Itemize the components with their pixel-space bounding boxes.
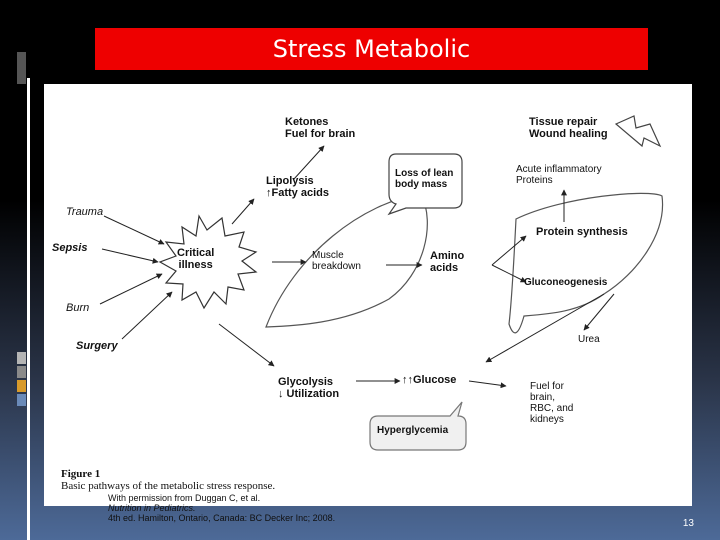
liver-outline bbox=[508, 192, 664, 334]
figure-caption: Figure 1 Basic pathways of the metabolic… bbox=[50, 456, 275, 504]
hyper-bubble bbox=[369, 401, 467, 451]
critical-illness-label: Critical illness bbox=[177, 247, 215, 272]
glucose-label: ↑↑Glucose bbox=[402, 374, 457, 386]
hyperglycemia-label: Hyperglycemia bbox=[377, 425, 449, 436]
accent-square bbox=[17, 352, 26, 364]
accent-square bbox=[17, 380, 26, 392]
lipolysis-label: Lipolysis ↑Fatty acids bbox=[266, 175, 329, 200]
loss-lean-mass-label: Loss of lean body mass bbox=[395, 168, 454, 190]
cause-label: Trauma bbox=[66, 206, 104, 218]
caption-text: Basic pathways of the metabolic stress r… bbox=[61, 480, 276, 493]
left-accent-line bbox=[27, 78, 30, 540]
accent-square bbox=[17, 52, 26, 84]
title-bar: Stress Metabolic bbox=[95, 28, 648, 70]
lightning-icon bbox=[614, 115, 662, 148]
muscle-breakdown-label: Muscle breakdown bbox=[312, 250, 361, 272]
accent-square bbox=[17, 394, 26, 406]
credit-title: Nutrition in Pediatrics. bbox=[108, 502, 196, 513]
urea-label: Urea bbox=[578, 334, 600, 345]
credit-suffix: 4th ed. Hamilton, Ontario, Canada: BC De… bbox=[108, 512, 336, 523]
cause-label: Sepsis bbox=[52, 242, 88, 254]
loss-bubble bbox=[387, 153, 463, 216]
page-number: 13 bbox=[682, 518, 694, 529]
glycolysis-label: Glycolysis ↓ Utilization bbox=[278, 376, 340, 401]
tissue-repair-label: Tissue repair Wound healing bbox=[529, 116, 608, 141]
credit-prefix: With permission from Duggan C, et al. bbox=[108, 492, 261, 503]
cause-label: Burn bbox=[66, 302, 90, 314]
figure-credit: With permission from Duggan C, et al. Nu… bbox=[98, 484, 335, 533]
gluconeogenesis-label: Gluconeogenesis bbox=[524, 277, 608, 288]
critical-illness-starburst bbox=[158, 214, 258, 310]
ketones-label: Ketones Fuel for brain bbox=[285, 116, 356, 141]
amino-acids-label: Amino acids bbox=[430, 250, 465, 275]
protein-synthesis-label: Protein synthesis bbox=[536, 226, 628, 238]
caption-label: Figure 1 bbox=[61, 468, 101, 481]
fuel-label: Fuel for brain, RBC, and kidneys bbox=[530, 381, 574, 425]
accent-square bbox=[17, 366, 26, 378]
slide-title: Stress Metabolic bbox=[272, 35, 471, 63]
figure-panel: Critical illness Trauma Sepsis Burn Surg… bbox=[44, 84, 692, 523]
acute-inflammatory-label: Acute inflammatory Proteins bbox=[516, 164, 602, 186]
muscle-outline bbox=[265, 193, 428, 328]
pathway-drawing bbox=[99, 115, 664, 451]
cause-label: Surgery bbox=[76, 340, 118, 352]
